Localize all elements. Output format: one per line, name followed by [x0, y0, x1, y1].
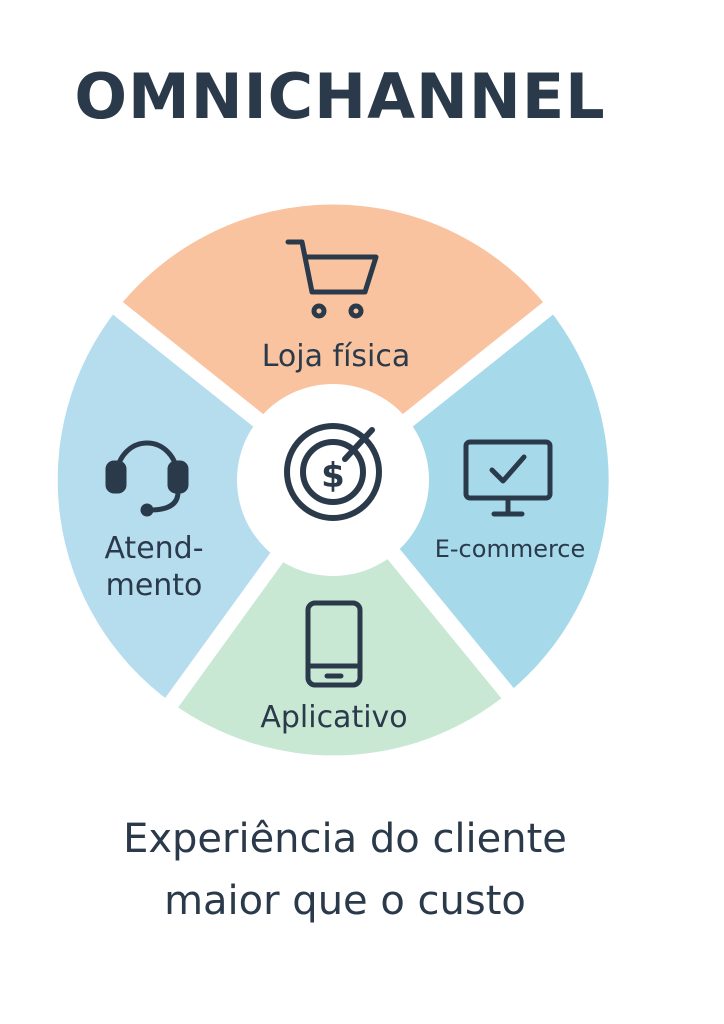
svg-text:$: $: [321, 456, 345, 496]
page-title: OMNICHANNEL: [74, 60, 606, 133]
tagline: Experiência do cliente maior que o custo: [0, 808, 690, 932]
headset-icon: [105, 440, 189, 517]
monitor-check-icon: [463, 439, 553, 517]
tagline-line2: maior que o custo: [164, 878, 526, 924]
segment-label-atendimento-line2: mento: [106, 568, 203, 603]
segment-label-aplicativo: Aplicativo: [260, 700, 407, 735]
shopping-cart-icon: [285, 239, 379, 319]
target-dollar-icon: $: [284, 423, 382, 521]
segment-label-atendimento-line1: Atend-: [104, 531, 203, 566]
center-hub: [237, 384, 429, 576]
smartphone-icon: [305, 600, 363, 688]
segment-atendimento: [57, 308, 334, 703]
tagline-line1: Experiência do cliente: [123, 816, 567, 862]
segment-loja-fisica: [118, 204, 548, 480]
segment-label-loja-fisica: Loja física: [262, 339, 411, 374]
segment-aplicativo: [172, 480, 508, 756]
segment-label-e-commerce: E-commerce: [435, 535, 586, 563]
